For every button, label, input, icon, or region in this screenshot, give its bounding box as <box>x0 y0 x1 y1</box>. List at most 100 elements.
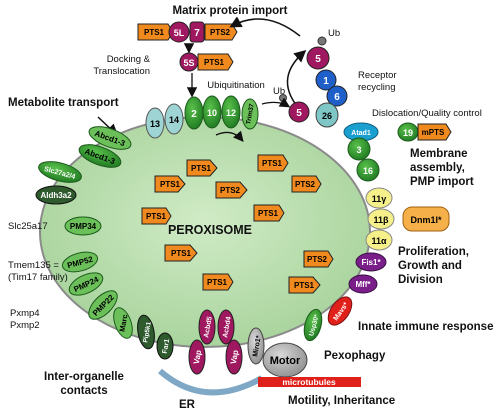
pex19: 19 <box>397 122 419 142</box>
dislocation-label: Dislocation/Quality control <box>372 108 482 119</box>
translocation-label: Translocation <box>93 66 150 77</box>
innate-immune-label: Innate immune response <box>358 321 493 333</box>
svg-text:PTS1: PTS1 <box>191 164 212 173</box>
marc: Marc <box>113 307 133 339</box>
pip5k1: Pip5k1 <box>137 314 155 350</box>
docking-label: Docking & <box>107 54 151 65</box>
miro1: Miro1* <box>247 327 265 365</box>
svg-text:Dnm1l*: Dnm1l* <box>410 215 442 225</box>
svg-text:Pip5k1: Pip5k1 <box>142 321 153 343</box>
pex11-beta: 11β <box>367 208 395 230</box>
receptor-5l: 5L <box>168 21 190 43</box>
svg-text:Aldh3a2: Aldh3a2 <box>40 191 72 200</box>
pxmp4-label: Pxmp4 <box>10 308 40 319</box>
svg-text:14: 14 <box>169 115 179 125</box>
svg-text:2: 2 <box>191 109 197 120</box>
cargo-pts1-2: PTS1 <box>257 154 289 172</box>
abcd1-3-upper: Abcd1-3 <box>88 126 132 150</box>
svg-text:Mff*: Mff* <box>355 280 371 289</box>
metabolite-transport-label: Metabolite transport <box>8 97 119 109</box>
cargo-pts1-6: PTS1 <box>164 244 198 262</box>
svg-text:5L: 5L <box>174 28 185 38</box>
receptor-5-recycling: 5 <box>306 46 330 70</box>
svg-text:Vap: Vap <box>229 349 240 365</box>
cargo-pts1-8: PTS1 <box>288 276 321 294</box>
receptor-7: 7 <box>189 21 205 43</box>
mpts-cargo: mPTS <box>417 123 452 141</box>
svg-text:Acbd5: Acbd5 <box>203 316 214 338</box>
pex6: 6 <box>326 85 348 107</box>
slc27a2-4: Slc27a2/4 <box>38 161 82 183</box>
cargo-pts2-top: PTS2 <box>204 23 238 41</box>
mff: Mff* <box>348 274 378 294</box>
pex10: 10 <box>202 95 222 129</box>
membrane-assembly-label-3: PMP import <box>410 176 474 188</box>
fis1: Fis1* <box>355 252 387 272</box>
receptor-5s: 5S <box>179 52 199 72</box>
svg-text:PTS2: PTS2 <box>307 255 328 264</box>
svg-text:PTS2: PTS2 <box>210 28 231 37</box>
cargo-pts1-4: PTS1 <box>141 207 172 225</box>
ub-label-membrane: Ub <box>273 86 285 97</box>
inter-organelle-label: Inter-organelle <box>44 371 124 383</box>
svg-text:3: 3 <box>356 145 361 155</box>
svg-text:PTS1: PTS1 <box>207 278 228 287</box>
svg-text:1: 1 <box>323 76 329 87</box>
svg-text:19: 19 <box>403 128 413 138</box>
usp30: Usp30* <box>303 308 323 342</box>
vap-left: Vap <box>188 339 206 375</box>
slc25a17-label: Slc25a17 <box>8 221 48 232</box>
svg-text:26: 26 <box>322 111 332 121</box>
pex1: 1 <box>315 69 337 91</box>
svg-text:mPTS: mPTS <box>422 128 445 137</box>
ubiquitin-icon <box>317 36 327 46</box>
aldh3a2: Aldh3a2 <box>35 185 77 205</box>
diagram-title: Matrix protein import <box>172 5 287 17</box>
cargo-pts1-top: PTS1 <box>137 23 174 41</box>
pex12: 12 <box>221 95 241 129</box>
membrane-assembly-label-1: Membrane <box>410 148 468 160</box>
cargo-pts1-1: PTS1 <box>186 159 218 177</box>
pex16: 16 <box>356 158 380 182</box>
svg-text:11β: 11β <box>373 215 389 225</box>
svg-text:Miro1*: Miro1* <box>252 335 263 358</box>
svg-text:13: 13 <box>150 119 160 129</box>
cargo-pts1-docking: PTS1 <box>197 53 234 71</box>
receptor-label: Receptor <box>358 70 397 81</box>
pxmp2-label: Pxmp2 <box>10 320 40 331</box>
pexophagy-label: Pexophagy <box>324 350 386 362</box>
svg-text:11α: 11α <box>371 236 387 246</box>
svg-text:7: 7 <box>194 28 200 39</box>
svg-text:PTS1: PTS1 <box>160 180 181 189</box>
vap-right: Vap <box>225 339 243 375</box>
acbd4: Acbd4 <box>217 309 235 345</box>
tmem135-label: Tmem135 = <box>8 260 59 271</box>
mavs: Mavs* <box>327 296 353 326</box>
far1: Far1 <box>156 332 174 360</box>
pex2: 2 <box>184 96 204 130</box>
svg-text:12: 12 <box>226 108 236 118</box>
svg-text:Acbd4: Acbd4 <box>222 316 233 338</box>
svg-text:PTS2: PTS2 <box>295 180 316 189</box>
ubiquitination-label: Ubiquitination <box>207 80 265 91</box>
membrane-assembly-label-2: assembly, <box>410 162 465 174</box>
svg-text:11γ: 11γ <box>372 194 387 204</box>
svg-text:PTS1: PTS1 <box>146 212 167 221</box>
pex11-gamma: 11γ <box>365 187 393 209</box>
cargo-pts1-5: PTS1 <box>253 204 285 222</box>
svg-text:Fis1*: Fis1* <box>361 258 381 267</box>
svg-text:10: 10 <box>207 108 217 118</box>
svg-text:5S: 5S <box>183 58 194 68</box>
tim17-family-label: (Tim17 family) <box>8 272 68 283</box>
cargo-pts2-3: PTS2 <box>303 250 334 268</box>
abcd1-3-lower: Abcd1-3 <box>78 144 122 168</box>
svg-text:Trim37: Trim37 <box>245 103 256 125</box>
svg-text:PTS1: PTS1 <box>294 281 315 290</box>
svg-text:PTS1: PTS1 <box>262 159 283 168</box>
pex3: 3 <box>347 137 371 161</box>
svg-text:Motor: Motor <box>270 355 301 367</box>
svg-text:5: 5 <box>315 54 321 65</box>
contacts-label: contacts <box>60 385 107 397</box>
svg-text:16: 16 <box>363 166 373 176</box>
